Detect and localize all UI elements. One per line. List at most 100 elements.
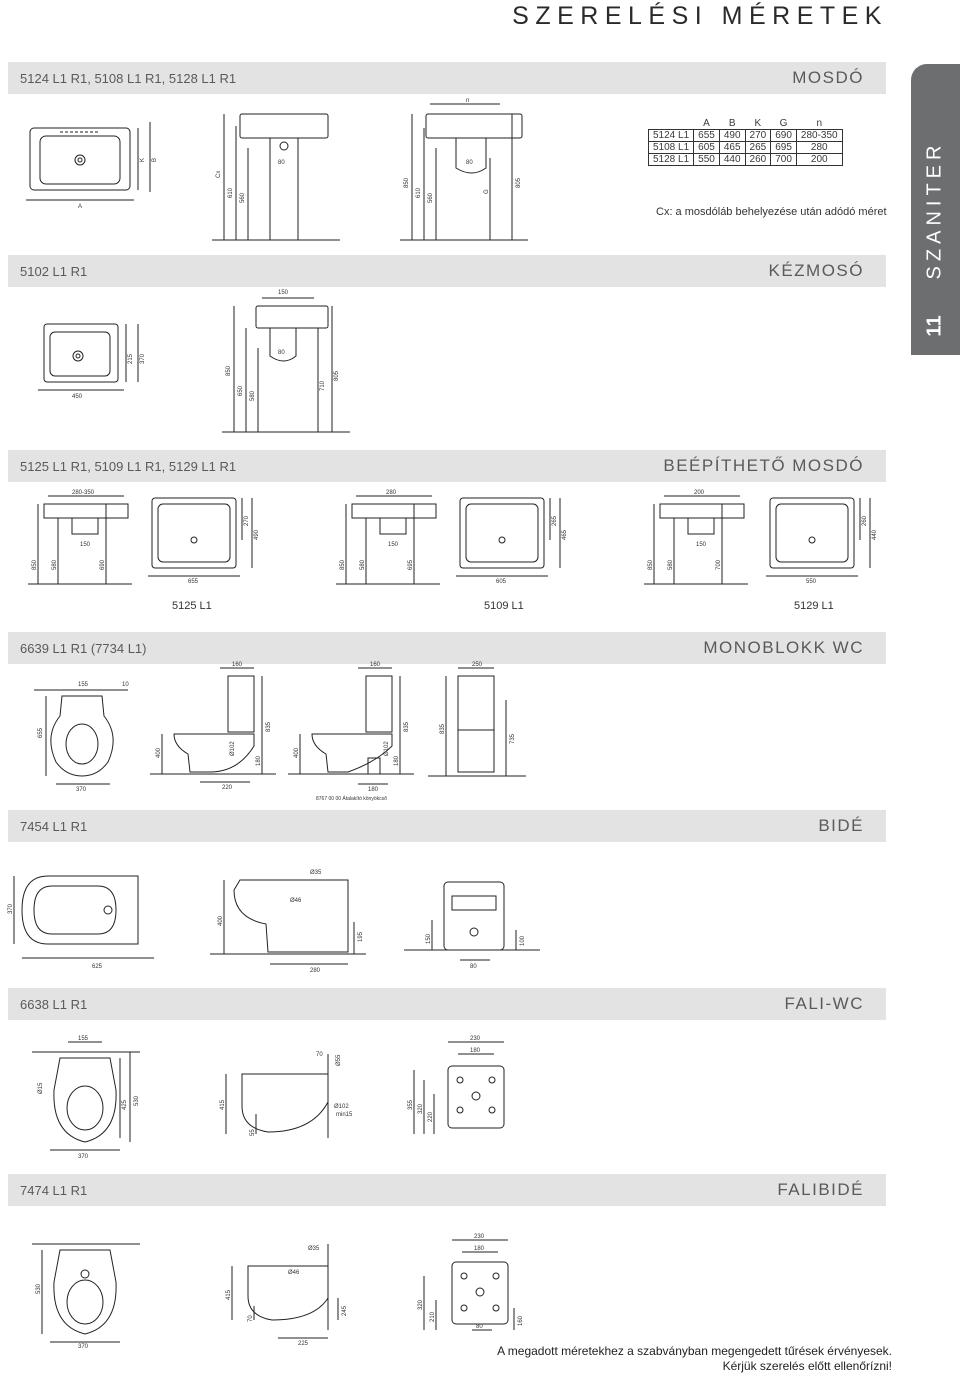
table-cell: 490 — [718, 129, 746, 142]
dim-label: 805 — [334, 370, 340, 381]
dim-label: 150 — [696, 542, 707, 548]
dim-label: 610 — [416, 187, 422, 198]
washbasin-side-view-drawing: n 850 610 560 80 G 805 — [400, 98, 530, 248]
band-monoblokk: 6639 L1 R1 (7734 L1) MONOBLOKK WC — [8, 632, 886, 664]
dim-label: 850 — [32, 559, 38, 570]
band-beepitheto: 5125 L1 R1, 5109 L1 R1, 5129 L1 R1 BEÉPÍ… — [8, 450, 886, 482]
dim-label: 270 — [244, 515, 250, 526]
wall-wc-side-drawing: 70 Ø55 415 Ø102 min15 55 — [220, 1052, 353, 1140]
table-cell: 690 — [770, 129, 797, 142]
table-cell: 260 — [744, 153, 772, 166]
dim-label: 400 — [294, 747, 300, 758]
dim-label: 220 — [222, 785, 233, 791]
wall-wc-top-drawing: 155 Ø15 425 530 370 — [30, 1036, 140, 1160]
washbasin-front-view-drawing: Cx 610 560 80 — [212, 108, 342, 250]
dim-label: Ø102 — [384, 741, 390, 756]
dim-label: 10 — [122, 682, 129, 688]
dim-label: 80 — [476, 1324, 483, 1330]
dim-label: 80 — [470, 964, 477, 970]
close-coupled-wc-top-drawing: 155 10 655 370 — [32, 682, 129, 793]
band-category: KÉZMOSÓ — [768, 261, 864, 280]
close-coupled-wc-side-drawing: 160 400 Ø102 180 220 835 — [150, 662, 276, 791]
dim-label: 415 — [226, 1289, 232, 1300]
dim-label: 180 — [368, 787, 379, 793]
dim-label: 260 — [862, 515, 868, 526]
dim-label: 805 — [516, 177, 522, 188]
dim-label: 580 — [250, 390, 256, 401]
dim-label: Ø46 — [288, 1270, 300, 1276]
sub-label-5129: 5129 L1 — [794, 600, 834, 612]
dim-label: 150 — [426, 933, 432, 944]
dim-label: 80 — [466, 160, 473, 166]
dim-label: 230 — [474, 1234, 485, 1240]
table-cell: 465 — [718, 141, 746, 154]
dim-label: 835 — [404, 721, 410, 732]
band-models: 7454 L1 R1 — [20, 818, 88, 834]
dim-label: 195 — [358, 931, 364, 942]
dim-label: 155 — [78, 682, 89, 688]
dim-label: 370 — [78, 1344, 89, 1350]
row-label: 5128 L1 — [647, 153, 695, 166]
dim-label: 695 — [408, 559, 414, 570]
countertop-basin-5129-side-drawing: 200 150 850 580 700 — [644, 490, 748, 590]
dim-label: Ø102 — [334, 1104, 349, 1110]
dim-label: 180 — [394, 755, 400, 766]
dim-label: 220 — [428, 1111, 434, 1122]
countertop-basin-5125-side-drawing: 280-350 150 850 580 690 — [28, 490, 132, 590]
dim-label: 370 — [8, 903, 14, 914]
table-header: K — [754, 118, 762, 129]
dim-label: Ø55 — [336, 1054, 342, 1066]
dim-label: 180 — [256, 755, 262, 766]
table-cell: 605 — [693, 141, 720, 154]
wall-bidet-top-drawing: 530 370 — [30, 1230, 150, 1350]
footer-note: A megadott méretekhez a szabványban mege… — [497, 1344, 892, 1374]
dim-label: 150 — [278, 290, 289, 296]
dim-label: 835 — [266, 721, 272, 732]
table-header: G — [779, 118, 788, 129]
dim-label: 280 — [386, 490, 397, 496]
table-cell: 440 — [718, 153, 746, 166]
dim-label: 530 — [36, 1283, 42, 1294]
dim-label: 610 — [228, 187, 234, 198]
dim-label: 850 — [226, 365, 232, 376]
dim-label: 560 — [428, 192, 434, 203]
dim-label: 200 — [694, 490, 705, 496]
dim-label: 415 — [220, 1099, 226, 1110]
dim-label: 690 — [100, 559, 106, 570]
band-falibide: 7474 L1 R1 FALIBIDÉ — [8, 1174, 886, 1206]
dim-label: Ø35 — [308, 1246, 320, 1252]
dim-label: 655 — [188, 579, 199, 585]
band-category: BIDÉ — [818, 816, 864, 835]
table-row: 5128 L1 550 440 260 700 200 — [647, 153, 843, 166]
dim-label: 735 — [510, 733, 516, 744]
dim-label: 180 — [474, 1246, 485, 1252]
dim-label: 280 — [310, 968, 321, 974]
dimension-table: A B K G n 5124 L1 655 490 270 690 280-35… — [647, 118, 843, 166]
adapter-note: 8767 00 00 Átalakító könyökcső — [316, 796, 387, 802]
dim-label: 225 — [298, 1341, 309, 1347]
close-coupled-wc-side-adapter-drawing: 160 400 Ø102 180 835 180 — [288, 662, 414, 793]
table-cell: 280 — [795, 141, 843, 154]
band-models: 7474 L1 R1 — [20, 1182, 88, 1198]
sub-label-5125: 5125 L1 — [172, 600, 212, 612]
dim-label: n — [466, 98, 469, 104]
dim-label: A — [78, 204, 82, 210]
page-title: SZERELÉSI MÉRETEK — [512, 2, 888, 30]
dim-label: 265 — [552, 515, 558, 526]
band-mosdo: 5124 L1 R1, 5108 L1 R1, 5128 L1 R1 MOSDÓ — [8, 62, 886, 94]
dim-label: 450 — [72, 394, 83, 400]
dim-label: 850 — [404, 177, 410, 188]
countertop-basin-5109-top-drawing: 605 265 465 — [456, 494, 568, 585]
dim-label: 850 — [340, 559, 346, 570]
dim-label: 710 — [320, 380, 326, 391]
dim-label: 355 — [408, 1099, 414, 1110]
bidet-top-drawing: 370 625 — [8, 858, 158, 970]
dim-label: 490 — [254, 529, 260, 540]
dim-label: 605 — [496, 579, 507, 585]
table-cell: 280-350 — [795, 129, 843, 142]
dim-label: G — [484, 189, 490, 194]
dim-label: 320 — [418, 1299, 424, 1310]
dim-label: Ø102 — [230, 741, 236, 756]
dim-label: 425 — [122, 1099, 128, 1110]
dim-label: 245 — [342, 1305, 348, 1316]
